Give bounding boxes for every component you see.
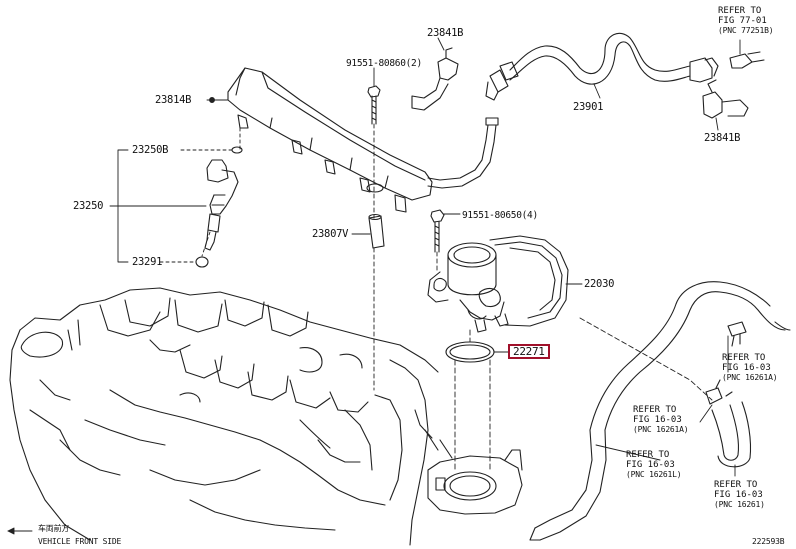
- ref-16-03-a-line2: FIG 16-03: [722, 363, 771, 373]
- ref-16-03-d-line1: REFER TO: [714, 480, 758, 490]
- vehicle-front-cn: 车両前方: [38, 524, 70, 533]
- bracket-23841B-right: [702, 79, 749, 119]
- ref-16-03-c-line2: FIG 16-03: [626, 460, 675, 470]
- ref-16-03-a-line1: REFER TO: [722, 353, 766, 363]
- bolt-91551-80650: [430, 209, 445, 253]
- engine-block-outline: [9, 287, 439, 546]
- ref-16-03-c-line3: (PNC 16261L): [626, 470, 682, 479]
- spacer-23807V: [368, 213, 385, 249]
- ref-16-03-b-line2: FIG 16-03: [633, 415, 682, 425]
- label-23250[interactable]: 23250: [73, 200, 104, 212]
- water-hose-upper: [529, 281, 791, 541]
- label-91551-80650[interactable]: 91551-80650(4): [462, 210, 538, 221]
- bolt-91551-80860: [367, 85, 381, 125]
- ref-77-01-line1: REFER TO: [718, 6, 762, 16]
- throttle-gasket: [445, 341, 495, 363]
- fuel-hose-23901: [485, 32, 765, 101]
- ref-fig-16-03-upper[interactable]: REFER TO FIG 16-03 (PNC 16261A): [722, 353, 778, 382]
- label-23807V[interactable]: 23807V: [312, 228, 349, 240]
- label-22271[interactable]: 22271: [508, 344, 550, 359]
- label-23291[interactable]: 23291: [132, 256, 163, 268]
- injector-assembly: [195, 146, 243, 268]
- fuel-rail: [211, 67, 499, 213]
- label-23841B-right[interactable]: 23841B: [704, 132, 741, 144]
- ref-77-01-line2: FIG 77-01: [718, 16, 767, 26]
- ref-77-01-line3: (PNC 77251B): [718, 26, 774, 35]
- ref-16-03-b-line3: (PNC 16261A): [633, 425, 689, 434]
- throttle-mount-flange: [414, 409, 523, 515]
- figure-id: 222593B: [752, 537, 785, 546]
- ref-fig-16-03-left[interactable]: REFER TO FIG 16-03 (PNC 16261L): [626, 450, 682, 479]
- leader-lines: [7, 37, 741, 535]
- label-23901[interactable]: 23901: [573, 101, 604, 113]
- label-23841B-top[interactable]: 23841B: [427, 27, 464, 39]
- label-22030[interactable]: 22030: [584, 278, 615, 290]
- ref-16-03-b-line1: REFER TO: [633, 405, 677, 415]
- label-23250B[interactable]: 23250B: [132, 144, 169, 156]
- vehicle-front-en: VEHICLE FRONT SIDE: [38, 537, 122, 546]
- label-23814B[interactable]: 23814B: [155, 94, 192, 106]
- ref-fig-16-03-middle[interactable]: REFER TO FIG 16-03 (PNC 16261A): [633, 405, 689, 434]
- ref-16-03-d-line3: (PNC 16261): [714, 500, 765, 509]
- ref-fig-16-03-lower[interactable]: REFER TO FIG 16-03 (PNC 16261): [714, 480, 765, 509]
- ref-16-03-c-line1: REFER TO: [626, 450, 670, 460]
- throttle-body: [427, 235, 569, 333]
- ref-fig-77-01[interactable]: REFER TO FIG 77-01 (PNC 77251B): [718, 6, 774, 35]
- water-hose-lower: [705, 379, 752, 468]
- ref-16-03-d-line2: FIG 16-03: [714, 490, 763, 500]
- bracket-23841B-top: [411, 47, 459, 111]
- label-91551-80860[interactable]: 91551-80860(2): [346, 58, 422, 69]
- ref-16-03-a-line3: (PNC 16261A): [722, 373, 778, 382]
